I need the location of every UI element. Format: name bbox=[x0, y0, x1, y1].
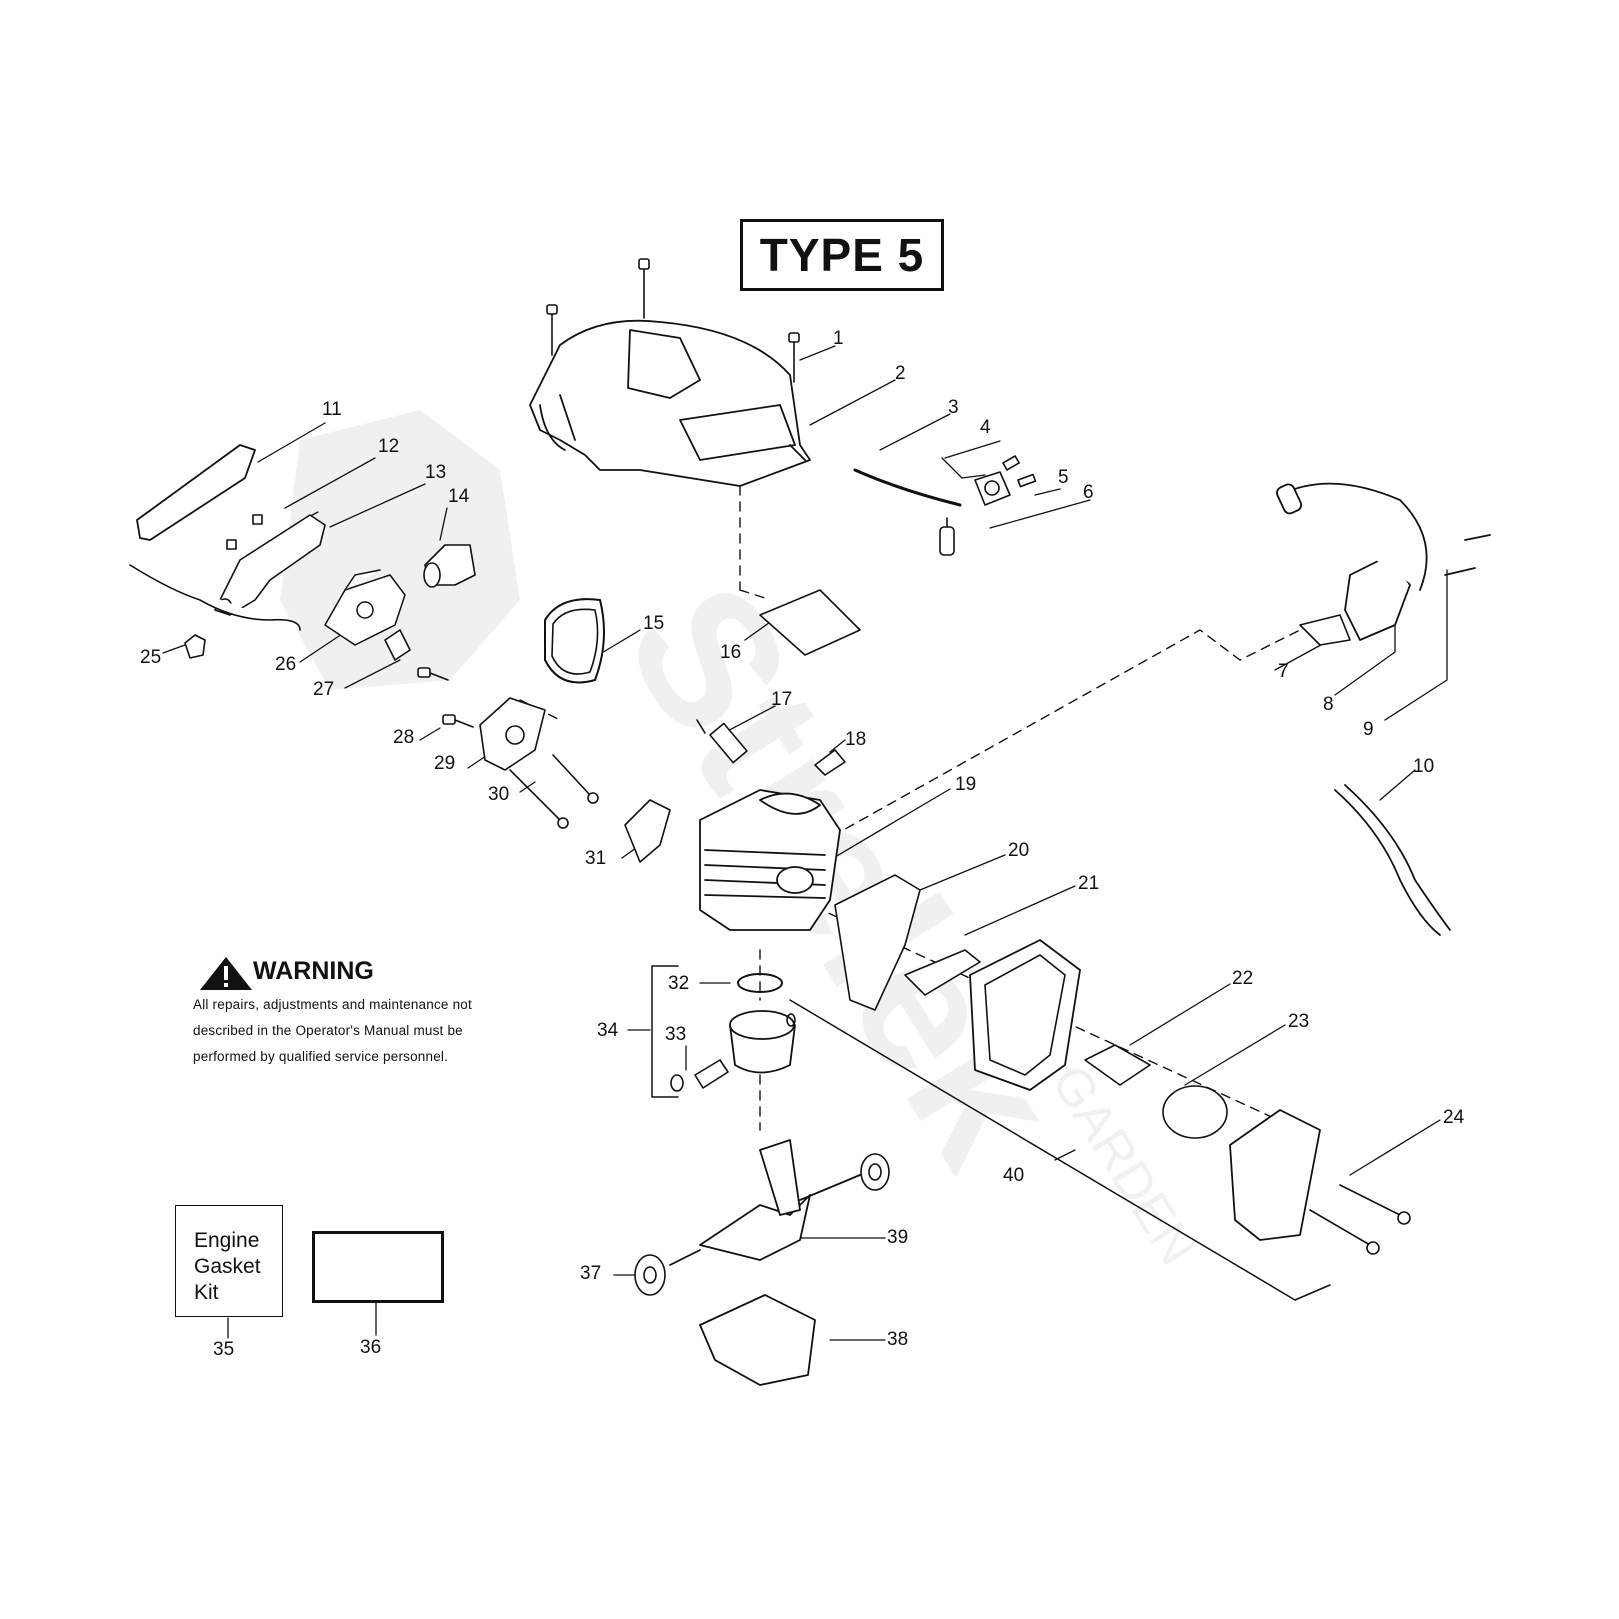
bearing-left bbox=[634, 1254, 666, 1296]
callout-26: 26 bbox=[275, 654, 297, 675]
callout-35: 35 bbox=[213, 1339, 235, 1360]
heat-shield bbox=[834, 874, 921, 1011]
bracket-40 bbox=[789, 999, 1331, 1301]
callout-14: 14 bbox=[448, 486, 470, 507]
bracket-7 bbox=[1299, 614, 1351, 646]
muffler-cover bbox=[1229, 1109, 1321, 1241]
grommet bbox=[184, 634, 206, 659]
callout-34: 34 bbox=[597, 1020, 619, 1041]
warning-text: All repairs, adjustments and maintenance… bbox=[193, 992, 523, 1070]
crankshaft bbox=[669, 1139, 861, 1266]
svg-text:Strelek: Strelek bbox=[585, 549, 1101, 1199]
muffler-bolts bbox=[1309, 1184, 1411, 1255]
wire-harness bbox=[1334, 784, 1451, 936]
bearing-right bbox=[860, 1153, 890, 1191]
diagram-title: TYPE 5 bbox=[759, 229, 925, 281]
cover-screws bbox=[546, 258, 800, 383]
warning-heading: WARNING bbox=[253, 957, 374, 985]
callout-8: 8 bbox=[1323, 694, 1334, 715]
intake-boot bbox=[423, 544, 476, 588]
callout-23: 23 bbox=[1288, 1011, 1310, 1032]
callout-21: 21 bbox=[1078, 873, 1100, 894]
callout-17: 17 bbox=[771, 689, 793, 710]
callout-4: 4 bbox=[980, 417, 991, 438]
air-filter-ring bbox=[544, 598, 605, 684]
small-pin bbox=[1017, 473, 1037, 488]
piston bbox=[729, 1010, 796, 1074]
callout-24: 24 bbox=[1443, 1107, 1465, 1128]
bracket-34 bbox=[651, 965, 679, 1098]
kit-line: Kit bbox=[194, 1281, 219, 1304]
warning-note: WARNING All repairs, adjustments and mai… bbox=[193, 957, 523, 1070]
throttle-lever bbox=[129, 514, 326, 631]
filter-pad bbox=[759, 589, 861, 656]
warning-line: All repairs, adjustments and maintenance… bbox=[193, 997, 472, 1012]
spark-plug bbox=[696, 719, 748, 764]
callout-9: 9 bbox=[1363, 719, 1374, 740]
callout-10: 10 bbox=[1413, 756, 1435, 777]
piston-ring bbox=[737, 973, 783, 993]
handle-pad bbox=[136, 444, 256, 541]
callout-1: 1 bbox=[833, 328, 844, 349]
callout-31: 31 bbox=[585, 848, 607, 869]
kit-line: Gasket bbox=[194, 1255, 261, 1278]
callout-2: 2 bbox=[895, 363, 906, 384]
engine-gasket-kit-box: Engine Gasket Kit bbox=[175, 1205, 283, 1317]
top-cover bbox=[529, 319, 811, 487]
callout-22: 22 bbox=[1232, 968, 1254, 989]
callout-16: 16 bbox=[720, 642, 742, 663]
callout-30: 30 bbox=[488, 784, 510, 805]
callout-7: 7 bbox=[1278, 661, 1289, 682]
warning-line: described in the Operator's Manual must … bbox=[193, 1023, 463, 1038]
valve-part bbox=[974, 455, 1020, 506]
callout-3: 3 bbox=[948, 397, 959, 418]
callout-18: 18 bbox=[845, 729, 867, 750]
callout-37: 37 bbox=[580, 1263, 602, 1284]
carburetor bbox=[324, 569, 406, 646]
ignition-module bbox=[1276, 482, 1491, 641]
kit-line: Engine bbox=[194, 1229, 260, 1252]
callout-13: 13 bbox=[425, 462, 447, 483]
fuel-filter bbox=[939, 517, 955, 556]
callout-36: 36 bbox=[360, 1337, 382, 1358]
callout-32: 32 bbox=[668, 973, 690, 994]
clips bbox=[226, 514, 263, 550]
intake-flange bbox=[417, 667, 546, 771]
callout-19: 19 bbox=[955, 774, 977, 795]
callout-15: 15 bbox=[643, 613, 665, 634]
long-screws bbox=[509, 754, 599, 829]
crankcase-half bbox=[699, 1294, 816, 1386]
cylinder-gasket bbox=[624, 799, 671, 863]
callout-28: 28 bbox=[393, 727, 415, 748]
callout-27: 27 bbox=[313, 679, 335, 700]
fuel-hose bbox=[853, 468, 962, 507]
carb-gasket bbox=[384, 629, 411, 661]
callout-12: 12 bbox=[378, 436, 400, 457]
plug-cap bbox=[814, 749, 846, 776]
diagram-title-box: TYPE 5 bbox=[740, 219, 944, 291]
tool-box bbox=[312, 1231, 444, 1303]
callout-25: 25 bbox=[140, 647, 162, 668]
circlip bbox=[670, 1074, 684, 1092]
callout-39: 39 bbox=[887, 1227, 909, 1248]
cylinder bbox=[699, 789, 841, 931]
callout-33: 33 bbox=[665, 1024, 687, 1045]
callout-20: 20 bbox=[1008, 840, 1030, 861]
warning-triangle-icon bbox=[200, 957, 252, 990]
leader-lines bbox=[162, 345, 1448, 1341]
spark-screen bbox=[1162, 1085, 1228, 1139]
circlip-2 bbox=[786, 1013, 796, 1027]
callout-29: 29 bbox=[434, 753, 456, 774]
baffle-plate bbox=[1084, 1044, 1151, 1086]
muffler-gasket bbox=[904, 949, 981, 996]
callout-11: 11 bbox=[322, 399, 342, 420]
piston-pin bbox=[694, 1059, 729, 1089]
callout-40: 40 bbox=[1003, 1165, 1025, 1186]
callout-6: 6 bbox=[1083, 482, 1094, 503]
callout-5: 5 bbox=[1058, 467, 1069, 488]
callout-38: 38 bbox=[887, 1329, 909, 1350]
warning-line: performed by qualified service personnel… bbox=[193, 1049, 449, 1064]
